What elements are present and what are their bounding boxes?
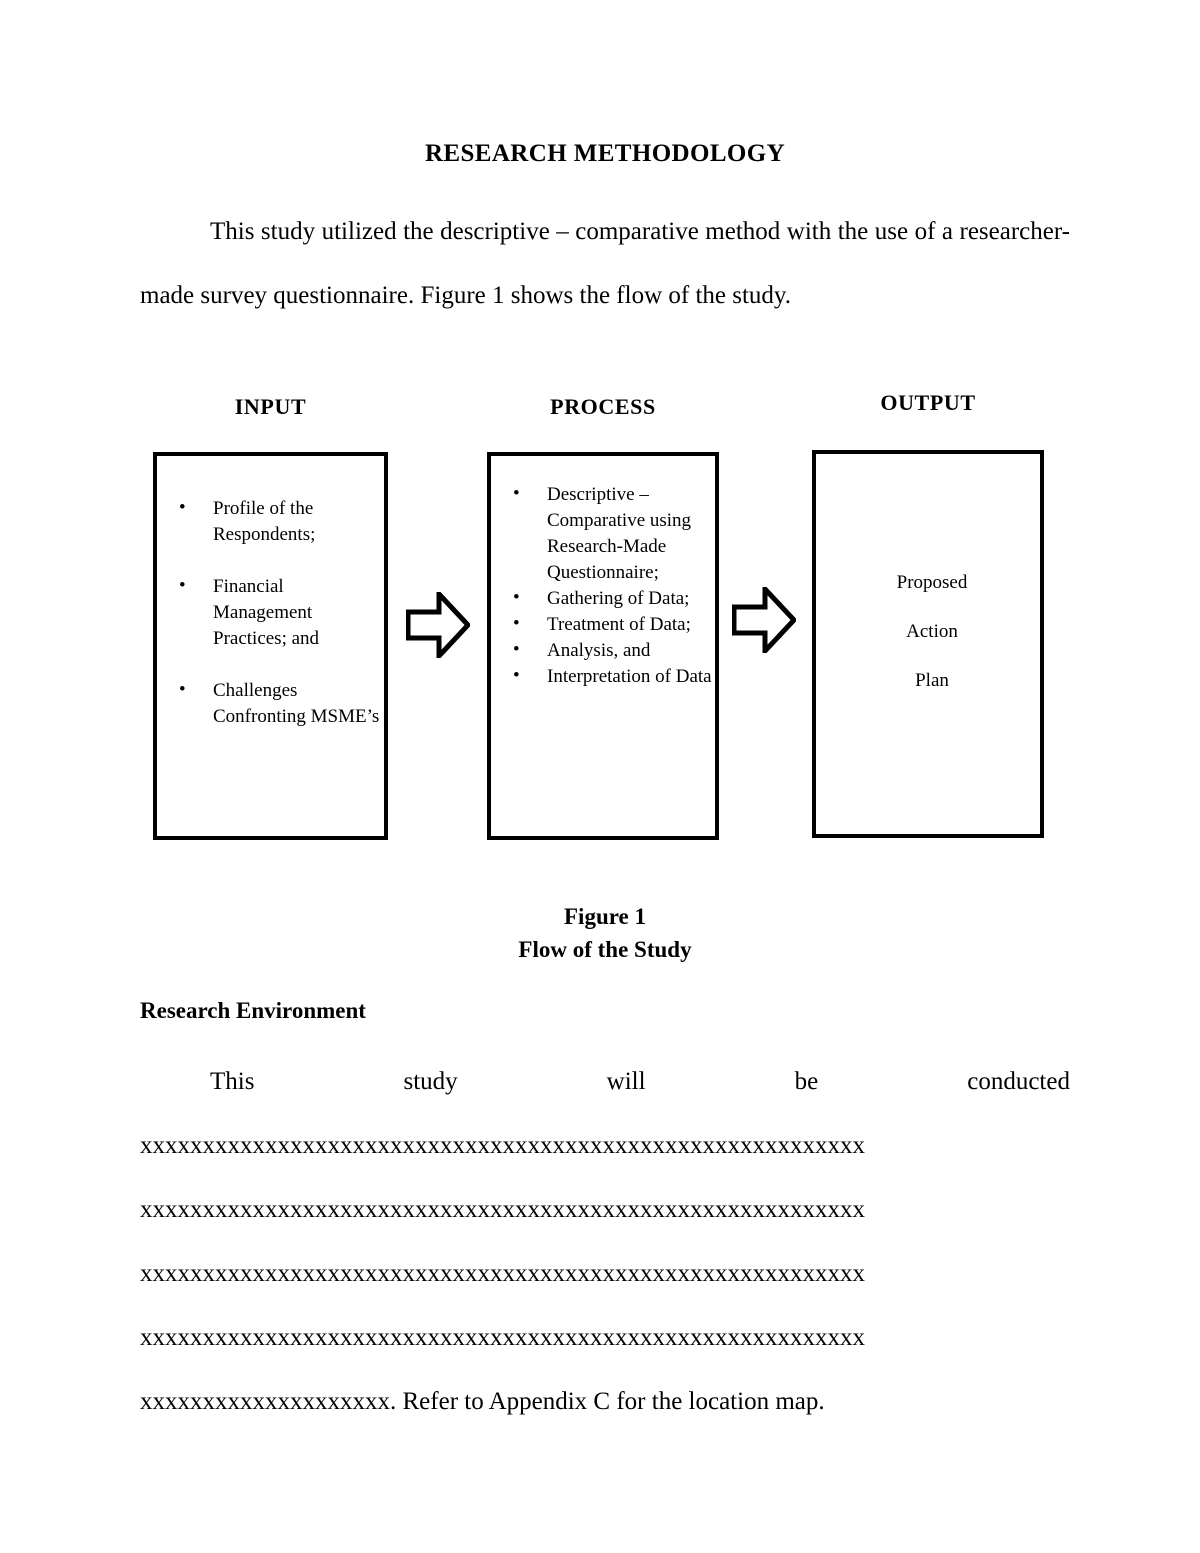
justified-word: study xyxy=(403,1068,458,1095)
input-bullet-list: Profile of the Respondents; Financial Ma… xyxy=(157,456,384,730)
final-line: xxxxxxxxxxxxxxxxxxxx. Refer to Appendix … xyxy=(140,1388,825,1415)
section-body: This study will be conducted xxxxxxxxxxx… xyxy=(140,1050,1070,1434)
flow-diagram: INPUT PROCESS OUTPUT Profile of the Resp… xyxy=(0,380,1200,860)
justified-word: will xyxy=(606,1068,646,1095)
diagram-heading-input: INPUT xyxy=(234,394,307,419)
output-box: Proposed Action Plan xyxy=(812,450,1044,838)
intro-line-2: researcher-made survey questionnaire. Fi… xyxy=(140,218,1071,309)
list-item: Financial Management Practices; and xyxy=(157,573,384,652)
input-box: Profile of the Respondents; Financial Ma… xyxy=(153,452,388,840)
list-item: Interpretation of Data xyxy=(491,663,715,690)
list-item: Treatment of Data; xyxy=(491,611,715,638)
right-arrow-icon xyxy=(732,587,796,653)
page-title: RESEARCH METHODOLOGY xyxy=(424,140,786,167)
list-item: Challenges Confronting MSME’s xyxy=(157,677,384,730)
justified-line: This study will be conducted xyxy=(140,1050,1070,1114)
filler-line: xxxxxxxxxxxxxxxxxxxxxxxxxxxxxxxxxxxxxxxx… xyxy=(140,1196,865,1223)
justified-word: be xyxy=(794,1068,819,1095)
figure-number: Figure 1 xyxy=(564,904,646,929)
filler-line: xxxxxxxxxxxxxxxxxxxxxxxxxxxxxxxxxxxxxxxx… xyxy=(140,1324,865,1351)
section-heading: Research Environment xyxy=(140,998,366,1023)
figure-title: Flow of the Study xyxy=(518,937,692,962)
diagram-heading-output: OUTPUT xyxy=(880,390,976,415)
list-item: Analysis, and xyxy=(491,637,715,664)
output-line: Plan xyxy=(915,670,949,691)
output-line: Proposed xyxy=(896,572,968,593)
list-item: Profile of the Respondents; xyxy=(157,495,384,548)
right-arrow-icon xyxy=(406,592,470,658)
output-line: Action xyxy=(906,621,958,642)
process-box: Descriptive – Comparative using Research… xyxy=(487,452,719,840)
list-item: Descriptive – Comparative using Research… xyxy=(491,481,715,586)
filler-line: xxxxxxxxxxxxxxxxxxxxxxxxxxxxxxxxxxxxxxxx… xyxy=(140,1132,865,1159)
intro-paragraph: This study utilized the descriptive – co… xyxy=(140,200,1070,328)
process-bullet-list: Descriptive – Comparative using Research… xyxy=(491,456,715,690)
figure-caption: Figure 1 Flow of the Study xyxy=(140,900,1070,966)
filler-line: xxxxxxxxxxxxxxxxxxxxxxxxxxxxxxxxxxxxxxxx… xyxy=(140,1260,865,1287)
output-text: Proposed Action Plan xyxy=(816,558,1048,705)
justified-word: This xyxy=(210,1068,255,1095)
diagram-heading-process: PROCESS xyxy=(550,394,656,419)
list-item: Gathering of Data; xyxy=(491,585,715,612)
justified-word: conducted xyxy=(967,1068,1070,1095)
intro-line-1: This study utilized the descriptive – co… xyxy=(210,218,953,245)
